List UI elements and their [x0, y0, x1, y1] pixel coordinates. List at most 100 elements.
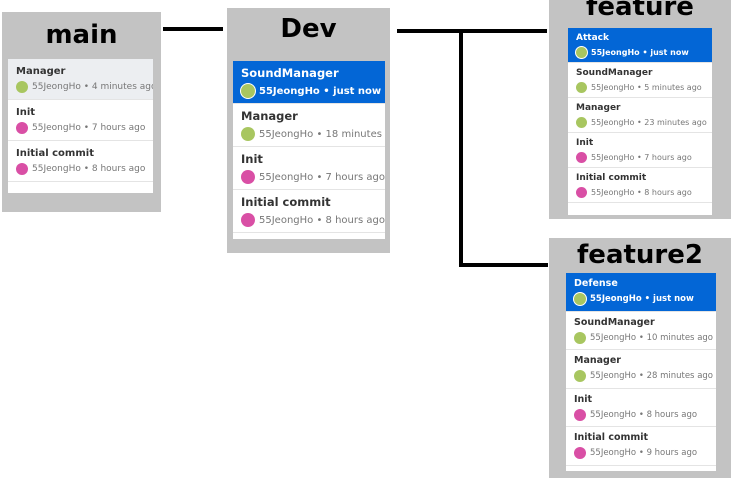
- commit-time: 8 hours ago: [646, 409, 698, 420]
- commit-message: SoundManager: [576, 67, 653, 78]
- author-avatar-icon: [574, 408, 586, 421]
- separator: •: [634, 187, 645, 197]
- commit-row[interactable]: Defense 55JeongHo • just now: [566, 273, 716, 312]
- separator: •: [319, 85, 334, 97]
- separator: •: [639, 47, 651, 57]
- commit-author: 55JeongHo: [591, 117, 635, 127]
- separator: •: [80, 122, 92, 133]
- author-avatar-icon: [576, 151, 587, 163]
- commit-author: 55JeongHo: [32, 81, 81, 92]
- separator: •: [313, 128, 326, 140]
- commit-row[interactable]: Init 55JeongHo • 7 hours ago: [8, 100, 153, 141]
- commit-meta: 55JeongHo • 18 minutes ago: [241, 127, 385, 141]
- commit-author: 55JeongHo: [591, 47, 640, 57]
- commit-row[interactable]: Init 55JeongHo • 8 hours ago: [566, 389, 716, 427]
- commit-author: 55JeongHo: [259, 128, 314, 140]
- commit-message: SoundManager: [574, 316, 655, 328]
- author-avatar-icon: [16, 121, 28, 134]
- commit-message: Attack: [576, 32, 609, 43]
- commit-author: 55JeongHo: [590, 448, 637, 459]
- commit-message: Initial commit: [241, 195, 331, 209]
- commit-author: 55JeongHo: [259, 214, 314, 226]
- commit-author: 55JeongHo: [259, 85, 320, 97]
- commit-author: 55JeongHo: [590, 371, 637, 382]
- commit-meta: 55JeongHo • 8 hours ago: [576, 186, 712, 198]
- commit-row[interactable]: Manager 55JeongHo • 18 minutes ago: [233, 104, 385, 147]
- connector-to-feature2: [459, 263, 548, 267]
- commit-time: just now: [653, 294, 694, 305]
- commit-meta: 55JeongHo • 7 hours ago: [16, 121, 153, 134]
- author-avatar-icon: [16, 80, 28, 93]
- separator: •: [634, 152, 645, 162]
- commit-row[interactable]: SoundManager 55JeongHo • just now: [233, 61, 385, 104]
- separator: •: [313, 214, 326, 226]
- commit-row[interactable]: Attack 55JeongHo • just now: [568, 28, 712, 63]
- commit-meta: 55JeongHo • 28 minutes ago: [574, 370, 716, 383]
- author-avatar-icon: [574, 331, 586, 344]
- connector-main-dev: [163, 27, 223, 31]
- commit-time: just now: [650, 47, 689, 57]
- commit-author: 55JeongHo: [591, 187, 635, 197]
- commit-message: Init: [241, 152, 263, 166]
- commit-meta: 55JeongHo • 7 hours ago: [241, 170, 385, 184]
- commit-row[interactable]: Initial commit 55JeongHo • 8 hours ago: [233, 190, 385, 233]
- commit-author: 55JeongHo: [32, 122, 81, 133]
- author-avatar-icon: [576, 116, 587, 128]
- commit-meta: 55JeongHo • 10 minutes ago: [574, 331, 716, 344]
- author-avatar-icon: [241, 84, 255, 98]
- branch-title: Dev: [280, 14, 337, 44]
- commit-row[interactable]: Init 55JeongHo • 7 hours ago: [568, 133, 712, 168]
- commit-time: 8 hours ago: [644, 187, 692, 197]
- commit-meta: 55JeongHo • just now: [576, 46, 712, 58]
- separator: •: [636, 332, 647, 343]
- commit-time: 8 hours ago: [325, 214, 385, 226]
- commit-row[interactable]: SoundManager 55JeongHo • 10 minutes ago: [566, 312, 716, 350]
- connector-dev-feature: [397, 29, 547, 33]
- connector-branch-vertical: [459, 29, 463, 267]
- commit-message: Manager: [16, 65, 66, 77]
- commit-message: SoundManager: [241, 66, 339, 80]
- author-avatar-icon: [574, 370, 586, 383]
- author-avatar-icon: [576, 81, 587, 93]
- author-avatar-icon: [574, 293, 586, 306]
- commit-time: 7 hours ago: [91, 122, 146, 133]
- separator: •: [636, 448, 647, 459]
- commit-meta: 55JeongHo • 8 hours ago: [574, 408, 716, 421]
- commit-message: Manager: [241, 109, 298, 123]
- commit-meta: 55JeongHo • 7 hours ago: [576, 151, 712, 163]
- author-avatar-icon: [576, 46, 587, 58]
- commit-meta: 55JeongHo • 23 minutes ago: [576, 116, 712, 128]
- commit-meta: 55JeongHo • just now: [574, 293, 716, 306]
- commit-message: Init: [576, 137, 594, 148]
- separator: •: [80, 81, 92, 92]
- commit-time: 18 minutes ago: [325, 128, 385, 140]
- commit-message: Init: [16, 106, 36, 118]
- commit-time: 5 minutes ago: [644, 82, 702, 92]
- commit-row[interactable]: Manager 55JeongHo • 4 minutes ago: [8, 59, 153, 100]
- commit-time: 7 hours ago: [644, 152, 692, 162]
- commit-meta: 55JeongHo • 4 minutes ago: [16, 80, 153, 93]
- commit-message: Defense: [574, 278, 618, 290]
- separator: •: [636, 409, 647, 420]
- commit-author: 55JeongHo: [591, 152, 635, 162]
- commit-time: just now: [333, 85, 382, 97]
- commit-author: 55JeongHo: [590, 409, 637, 420]
- separator: •: [313, 171, 326, 183]
- commit-message: Init: [574, 393, 593, 405]
- commit-author: 55JeongHo: [259, 171, 314, 183]
- commit-meta: 55JeongHo • just now: [241, 84, 385, 98]
- separator: •: [80, 163, 92, 174]
- commit-message: Initial commit: [16, 147, 94, 159]
- commit-row[interactable]: Init 55JeongHo • 7 hours ago: [233, 147, 385, 190]
- branch-title: main: [45, 20, 118, 50]
